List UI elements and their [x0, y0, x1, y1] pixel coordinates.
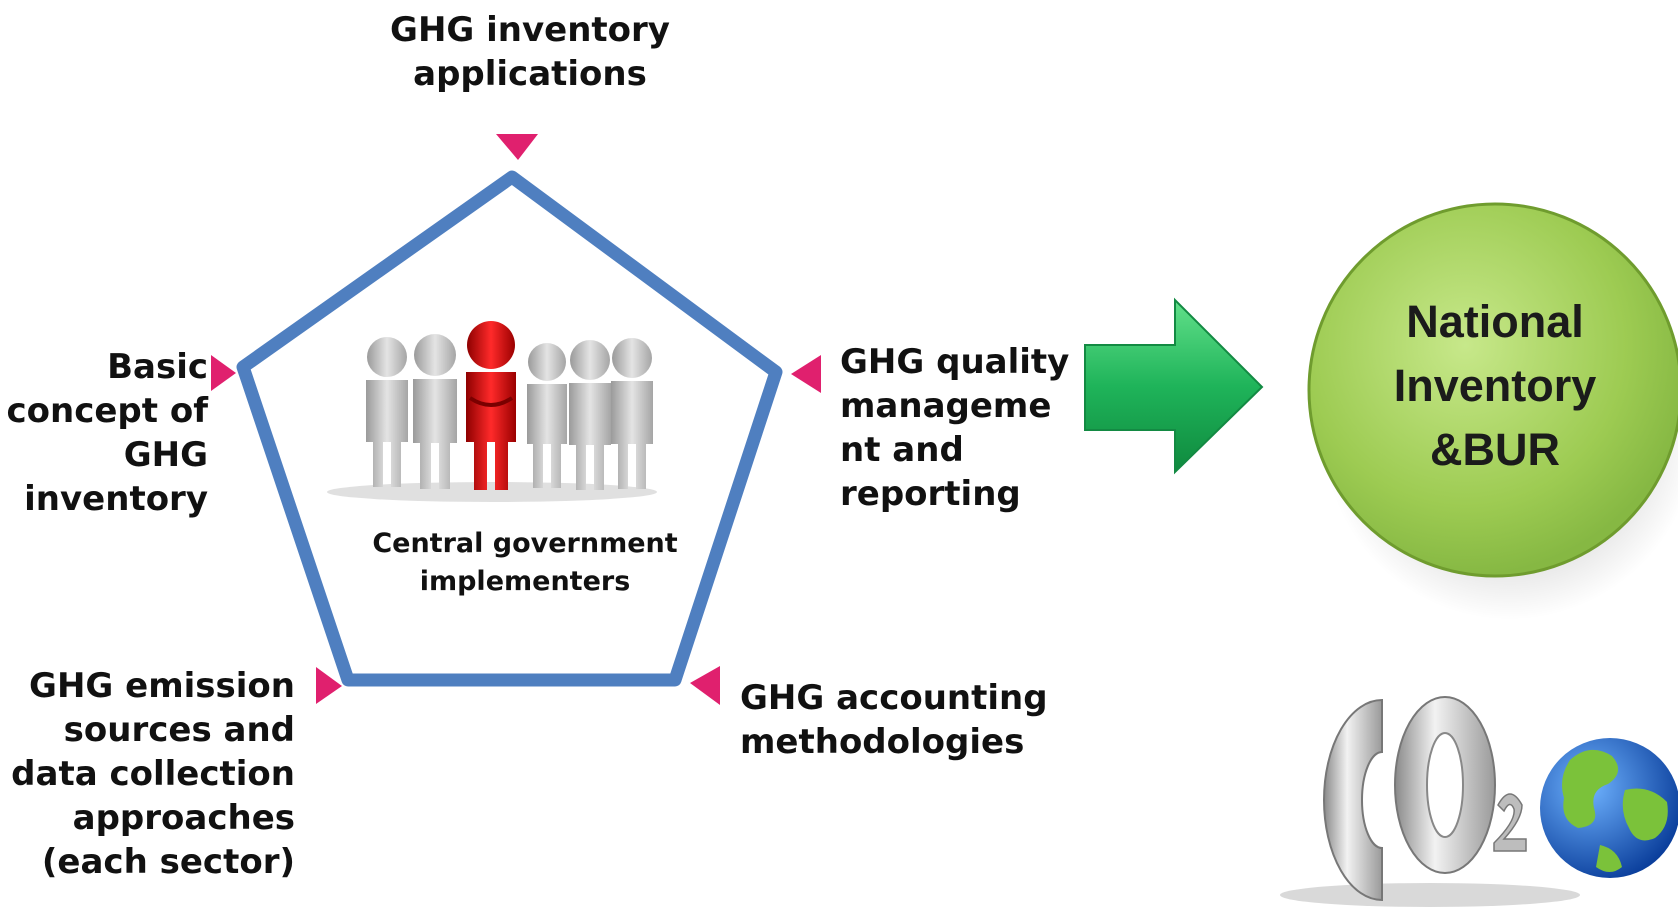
marker-left	[211, 355, 236, 391]
goal-label: National Inventory &BUR	[1393, 296, 1597, 475]
marker-bottom-right	[690, 666, 720, 705]
co2-globe-icon	[1280, 696, 1678, 907]
center-caption: Central government implementers	[372, 528, 678, 597]
marker-bottom-left	[316, 667, 342, 704]
goal-circle	[1307, 202, 1678, 578]
node-label-top: GHG inventory applications	[390, 10, 670, 94]
pentagon-frame	[236, 170, 783, 687]
node-label-bottom-right: GHG accounting methodologies	[740, 678, 1048, 762]
marker-top	[496, 134, 538, 160]
node-label-bottom-left: GHG emission sources and data collection…	[11, 666, 295, 882]
people-group-with-leader-icon	[327, 321, 657, 502]
node-label-left: Basic concept of GHG inventory	[6, 347, 208, 519]
marker-right	[791, 355, 821, 393]
node-label-right: GHG quality manageme nt and reporting	[840, 342, 1070, 514]
progress-arrow	[1084, 297, 1264, 475]
